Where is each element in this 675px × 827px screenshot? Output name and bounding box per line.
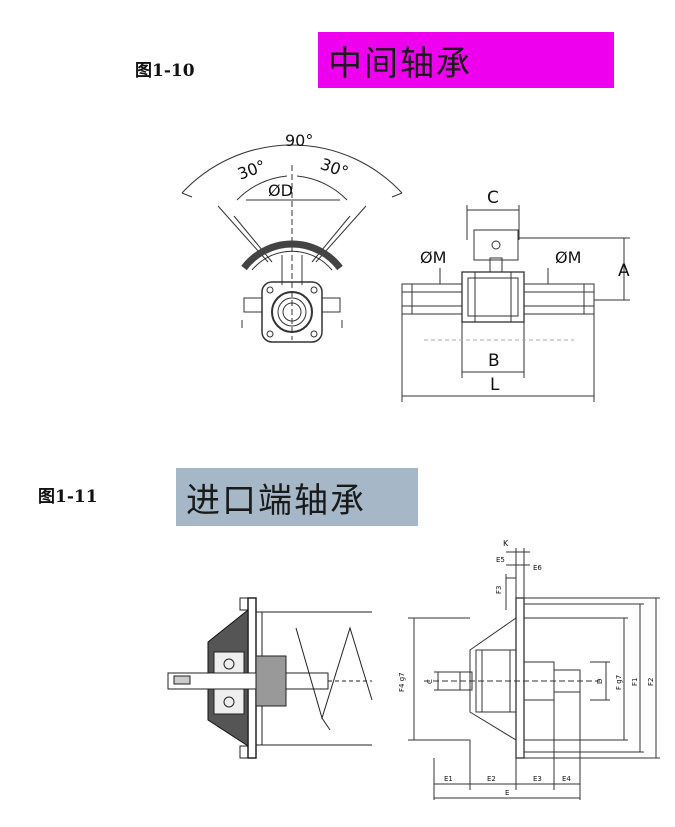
label-dim-f2: F2 [647, 678, 655, 686]
label-dim-c: C [487, 188, 499, 208]
label-dim-f3: F3 [495, 586, 503, 594]
figure-caption-1-11: 图1-11 [38, 487, 98, 507]
inlet-bearing-dimension-view [408, 548, 660, 800]
label-dim-f-g7: F g7 [615, 675, 623, 690]
inlet-bearing-section-view [167, 597, 373, 759]
label-dim-k: K [503, 539, 509, 548]
label-dim-l: L [490, 375, 500, 395]
label-dim-f1: F1 [631, 678, 639, 686]
label-dim-e: E [505, 789, 509, 797]
label-dim-d: ØD [268, 181, 293, 200]
label-dim-e3: E3 [533, 775, 542, 783]
label-dim-e5: E5 [496, 556, 505, 564]
label-angle-30-left: 30° [235, 156, 268, 184]
label-angle-90: 90° [285, 131, 313, 150]
label-dim-m-left: ØM [420, 248, 446, 267]
title-banner-middle-bearing: 中间轴承 [318, 32, 614, 88]
label-dim-d-small: D [596, 679, 604, 684]
label-dim-m-right: ØM [555, 248, 581, 267]
label-dim-e2: E2 [487, 775, 496, 783]
figure-caption-1-10: 图1-10 [135, 61, 195, 81]
title-inlet-bearing: 进口端轴承 [186, 480, 366, 521]
title-banner-inlet-bearing: 进口端轴承 [176, 468, 418, 526]
label-dim-f-left: F4 g7 [398, 672, 406, 692]
middle-bearing-front-view [401, 205, 630, 402]
title-middle-bearing: 中间轴承 [328, 43, 472, 84]
label-dim-c-small: C [426, 679, 434, 684]
middle-bearing-side-view [181, 144, 403, 343]
label-angle-30-right: 30° [318, 154, 351, 182]
label-dim-e4: E4 [562, 775, 571, 783]
label-dim-a: A [618, 261, 630, 281]
label-dim-b: B [488, 351, 500, 371]
label-dim-e1: E1 [444, 775, 453, 783]
label-dim-e6: E6 [533, 564, 542, 572]
